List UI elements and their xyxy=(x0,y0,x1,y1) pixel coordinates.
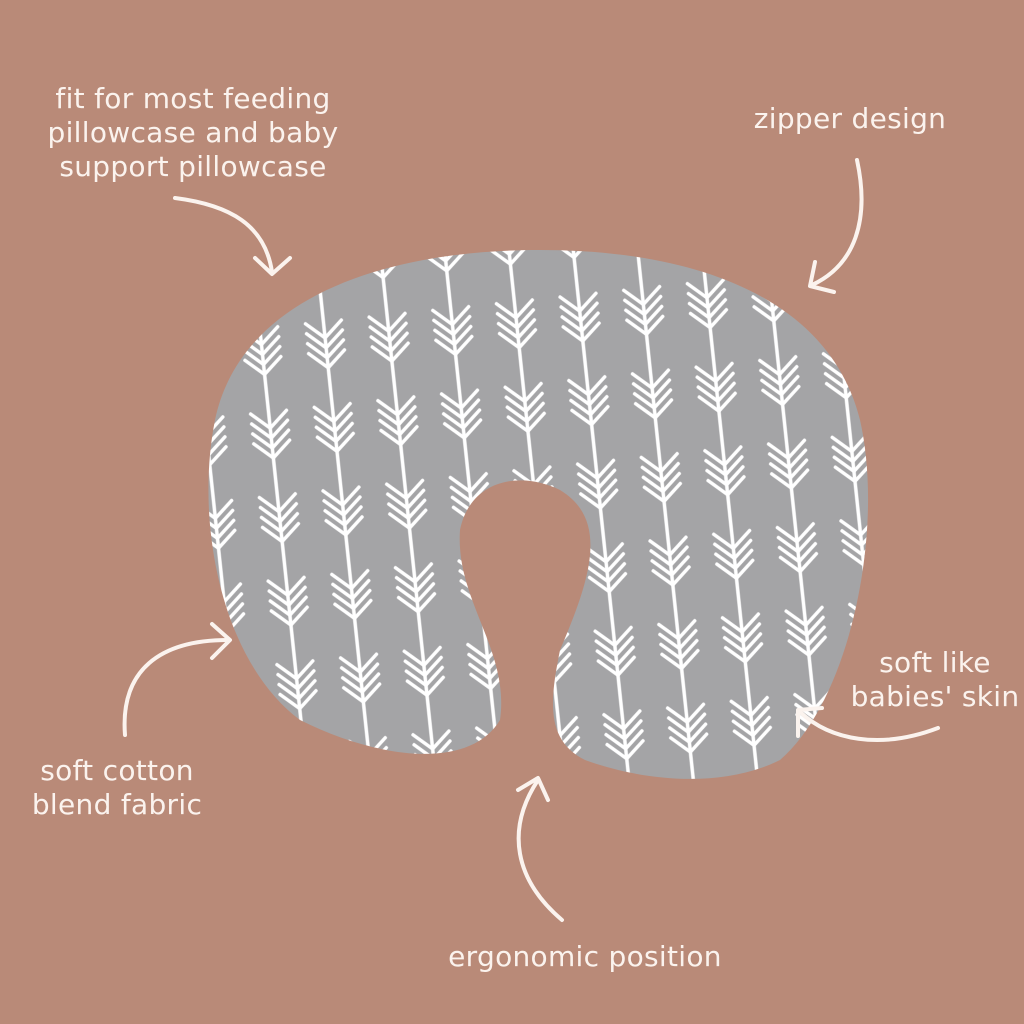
label-fit-pillowcase: fit for most feeding pillowcase and baby… xyxy=(47,82,339,183)
label-soft-skin: soft like babies' skin xyxy=(850,646,1020,713)
nursing-pillow xyxy=(208,250,869,779)
label-zipper-design: zipper design xyxy=(753,102,947,135)
label-cotton-fabric: soft cotton blend fabric xyxy=(31,754,203,821)
arrow-zipper xyxy=(808,158,864,294)
arrow-fit xyxy=(173,196,292,276)
arrow-cotton xyxy=(122,622,232,737)
label-ergonomic-position: ergonomic position xyxy=(448,940,722,973)
arrow-soft-skin xyxy=(796,706,940,742)
arrow-ergonomic xyxy=(516,776,564,922)
